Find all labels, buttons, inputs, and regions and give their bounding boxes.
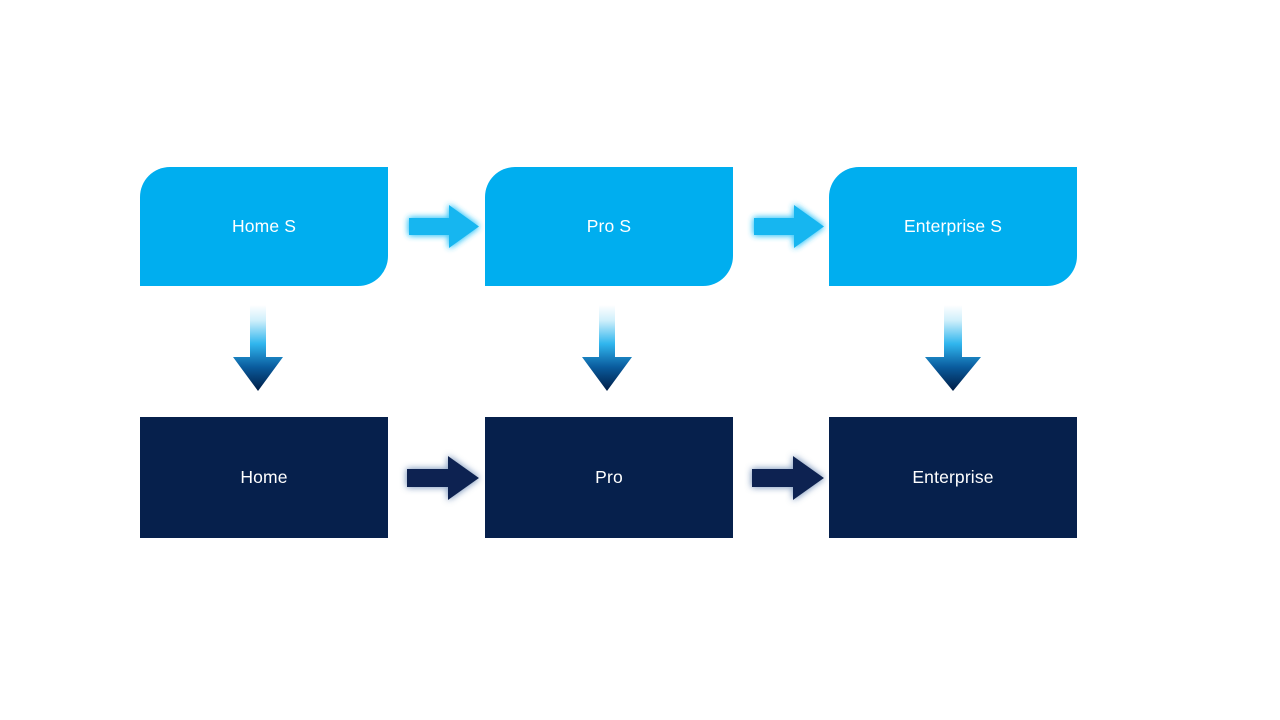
node-enterprise[interactable]: Enterprise bbox=[829, 417, 1077, 538]
node-label: Home bbox=[240, 467, 288, 487]
node-label: Enterprise S bbox=[903, 216, 1003, 236]
node-label: Enterprise bbox=[912, 467, 994, 487]
node-pro-s[interactable]: Pro S bbox=[485, 167, 733, 286]
node-label: Pro bbox=[595, 467, 623, 487]
node-home-s[interactable]: Home S bbox=[140, 167, 388, 286]
node-home[interactable]: Home bbox=[140, 417, 388, 538]
node-label: Pro S bbox=[586, 216, 632, 236]
node-enterprise-s[interactable]: Enterprise S bbox=[829, 167, 1077, 286]
arrow-down-icon[interactable] bbox=[582, 305, 632, 391]
arrow-down-icon[interactable] bbox=[925, 305, 981, 391]
node-pro[interactable]: Pro bbox=[485, 417, 733, 538]
arrow-right-icon[interactable] bbox=[754, 203, 824, 250]
arrow-right-icon[interactable] bbox=[409, 203, 479, 250]
arrow-down-icon[interactable] bbox=[233, 305, 283, 391]
node-label: Home S bbox=[231, 216, 297, 236]
arrow-right-icon[interactable] bbox=[407, 454, 479, 502]
arrow-right-icon[interactable] bbox=[752, 454, 824, 502]
